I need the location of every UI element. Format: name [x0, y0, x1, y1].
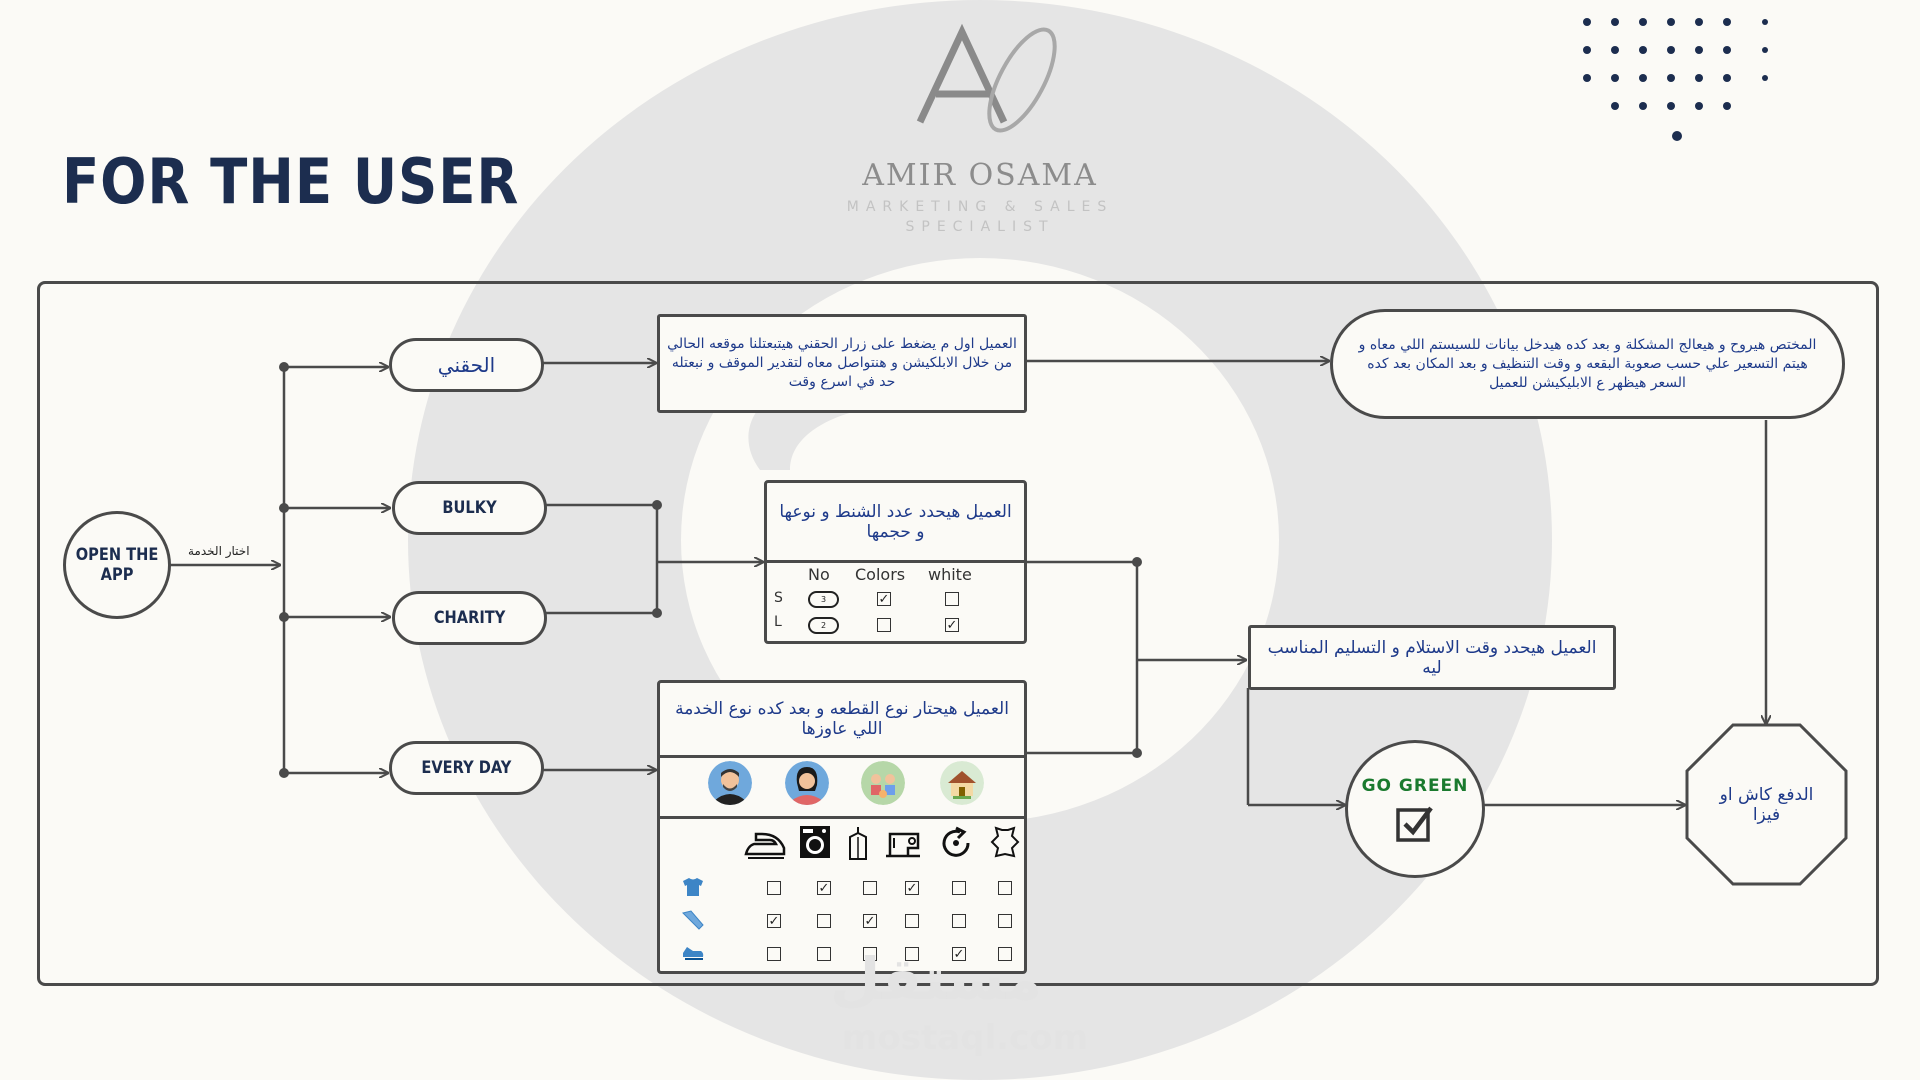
bags-l-white-checkbox[interactable]: ✓ [945, 617, 959, 633]
service-checkbox[interactable] [905, 914, 919, 928]
tie-icon [682, 910, 704, 930]
service-checkbox[interactable] [952, 914, 966, 928]
open-app-node: OPEN THE APP [63, 511, 171, 619]
iron-icon [744, 832, 786, 859]
schedule-box: العميل هيحدد وقت الاستلام و التسليم المن… [1248, 625, 1616, 690]
bags-row-size-s: S [774, 590, 783, 606]
specialist-description-box: المختص هيروح و هيعالج المشكلة و بعد كده … [1330, 309, 1845, 419]
bags-count-s[interactable]: 3 [808, 591, 839, 608]
bags-s-colors-checkbox[interactable]: ✓ [877, 591, 891, 607]
service-checkbox[interactable] [952, 881, 966, 895]
bags-description: العميل هيحدد عدد الشنط و نوعها و حجمها [779, 501, 1012, 542]
choose-service-label: اختار الخدمة [188, 544, 250, 558]
bags-l-colors-checkbox[interactable] [877, 618, 891, 632]
bags-count-l[interactable]: 2 [808, 617, 839, 634]
service-checkbox[interactable] [767, 947, 781, 961]
brand-logo-icon [916, 23, 1057, 133]
bags-col-white: white [928, 565, 972, 584]
bags-col-no: No [808, 565, 830, 584]
specialist-description: المختص هيروح و هيعالج المشكلة و بعد كده … [1358, 336, 1817, 391]
washing-machine-icon [800, 826, 830, 858]
hafni-description-box: العميل اول م يضغط على زرار الحقني هيتبعت… [657, 314, 1027, 413]
hafni-label: الحقني [437, 353, 496, 377]
open-app-line1: OPEN THE [75, 545, 159, 565]
flow-frame [37, 281, 1879, 986]
woman-avatar[interactable] [785, 761, 829, 805]
hafni-description: العميل اول م يضغط على زرار الحقني هيتبعت… [667, 336, 1017, 390]
shoes-icon [683, 947, 704, 960]
bags-box: العميل هيحدد عدد الشنط و نوعها و حجمها [764, 480, 1027, 644]
checkbox-icon [1396, 806, 1433, 842]
charity-service-node: CHARITY [392, 591, 547, 645]
bags-col-colors: Colors [855, 565, 906, 584]
service-checkbox[interactable] [817, 947, 831, 961]
open-app-line2: APP [100, 565, 134, 585]
hafni-service-node: الحقني [389, 338, 544, 392]
bags-row-size-l: L [774, 614, 782, 630]
service-checkbox[interactable] [863, 947, 877, 961]
watermark-arabic: مستقل [830, 945, 1043, 1013]
schedule-description: العميل هيحدد وقت الاستلام و التسليم المن… [1267, 637, 1597, 678]
bulky-label: BULKY [442, 498, 497, 518]
brand-subtitle: MARKETING & SALES SPECIALIST [820, 197, 1140, 237]
bags-s-white-checkbox[interactable] [945, 592, 959, 606]
brand-subtitle-line2: SPECIALIST [905, 219, 1055, 235]
kids-avatar[interactable] [861, 761, 905, 805]
man-avatar[interactable] [708, 761, 752, 805]
watermark-latin: mostaql.com [842, 1018, 1089, 1058]
service-checkbox[interactable]: ✓ [767, 913, 781, 929]
decorative-dots [1583, 18, 1768, 141]
service-checkbox[interactable] [905, 947, 919, 961]
charity-label: CHARITY [433, 608, 506, 628]
page-title: FOR THE USER [62, 145, 520, 218]
piece-description: العميل هيحتار نوع القطعه و بعد كده نوع ا… [675, 699, 1009, 739]
service-checkbox[interactable] [767, 881, 781, 895]
go-green-node: GO GREEN [1345, 740, 1485, 878]
leather-icon [990, 826, 1020, 858]
tshirt-icon [683, 878, 703, 896]
service-checkbox[interactable] [998, 947, 1012, 961]
bulky-service-node: BULKY [392, 481, 547, 535]
payment-node: الدفع كاش او فيزا [1705, 765, 1828, 845]
brand-subtitle-line1: MARKETING & SALES [846, 199, 1114, 215]
refresh-icon [942, 826, 970, 857]
service-checkbox[interactable]: ✓ [905, 880, 919, 896]
payment-octagon-shape [1685, 723, 1848, 886]
service-checkbox[interactable] [817, 914, 831, 928]
home-avatar[interactable] [940, 761, 984, 805]
service-checkbox[interactable]: ✓ [952, 946, 966, 962]
payment-label: الدفع كاش او فيزا [1719, 785, 1814, 825]
service-checkbox[interactable]: ✓ [817, 880, 831, 896]
service-checkbox[interactable]: ✓ [863, 913, 877, 929]
sewing-machine-icon [886, 832, 920, 858]
service-checkbox[interactable] [998, 881, 1012, 895]
brand-name: AMIR OSAMA [862, 158, 1098, 193]
dry-clean-bag-icon [849, 827, 867, 860]
service-checkbox[interactable] [998, 914, 1012, 928]
everyday-label: EVERY DAY [421, 758, 512, 778]
go-green-label: GO GREEN [1361, 776, 1469, 796]
everyday-service-node: EVERY DAY [389, 741, 544, 795]
service-checkbox[interactable] [863, 881, 877, 895]
